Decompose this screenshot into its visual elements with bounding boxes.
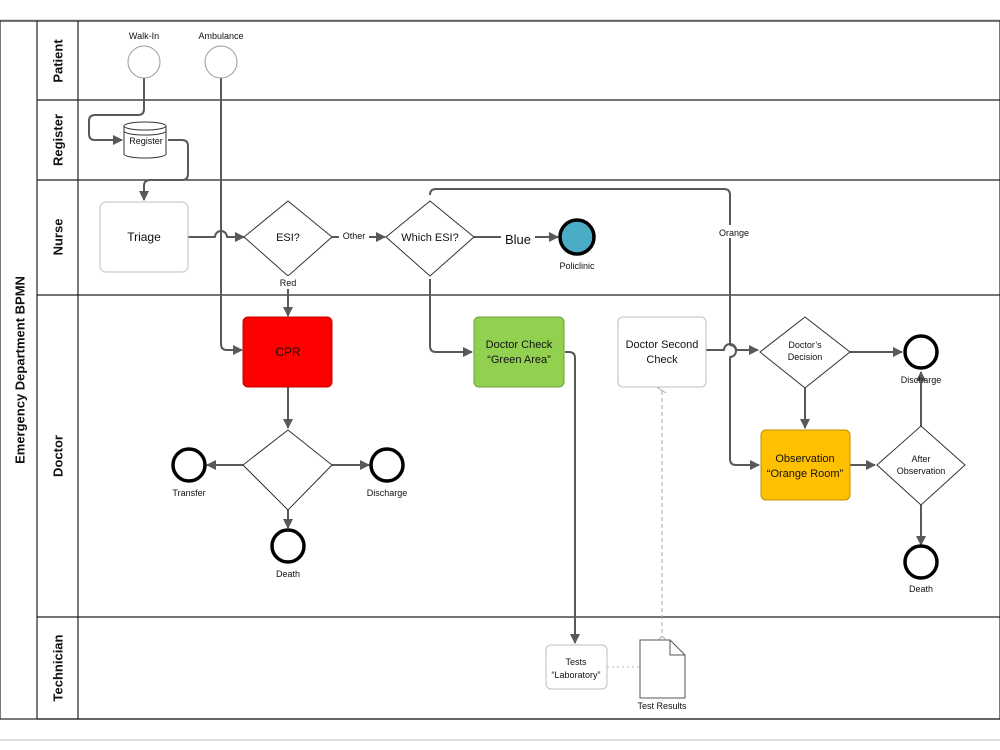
- flow-label-other: Other: [343, 231, 366, 241]
- end-event-discharge-left[interactable]: [369, 447, 405, 483]
- gateway-cpr-outcome[interactable]: [242, 429, 333, 511]
- start-event-walkin[interactable]: [127, 45, 161, 79]
- task-cpr[interactable]: [242, 316, 333, 388]
- task-doctor-second-check[interactable]: [617, 316, 707, 388]
- lane-label-doctor: Doctor: [51, 435, 66, 477]
- task-doctor-check-line2: “Green Area”: [487, 354, 551, 366]
- task-tests-line1: Tests: [565, 657, 587, 667]
- task-second-check-line1: Doctor Second: [626, 339, 699, 351]
- flow-doctorcheck-tests: [565, 351, 580, 644]
- task-tests-line2: “Laboratory”: [551, 670, 600, 680]
- flow-which-doctorcheck: [429, 279, 473, 357]
- pool: Emergency Department BPMN: [0, 20, 1000, 720]
- lane-label-nurse: Nurse: [51, 219, 66, 256]
- end-death-right-label: Death: [909, 584, 933, 594]
- data-object-test-results[interactable]: [639, 639, 686, 699]
- flow-label-blue: Blue: [505, 232, 531, 247]
- gateway-after-line1: After: [911, 454, 930, 464]
- register-datastore[interactable]: Register: [123, 121, 167, 159]
- start-walkin-label: Walk-In: [129, 31, 159, 41]
- gateway-which-esi[interactable]: [385, 200, 475, 277]
- start-ambulance-label: Ambulance: [198, 31, 243, 41]
- flow-triage-esi: [188, 230, 245, 242]
- end-discharge-right-label: Discharge: [901, 375, 942, 385]
- task-tests-laboratory[interactable]: [545, 644, 608, 690]
- gateway-decision-line2: Decision: [788, 352, 823, 362]
- task-observation-line2: “Orange Room”: [767, 468, 844, 480]
- end-event-policlinic[interactable]: [558, 218, 596, 256]
- gateway-which-esi-label: Which ESI?: [401, 232, 458, 244]
- flow-register-triage: [139, 139, 189, 201]
- register-datastore-label: Register: [129, 136, 163, 146]
- start-event-ambulance[interactable]: [204, 45, 238, 79]
- end-event-transfer[interactable]: [171, 447, 207, 483]
- task-second-check-line2: Check: [646, 354, 678, 366]
- end-death-left-label: Death: [276, 569, 300, 579]
- gateway-after-observation[interactable]: [876, 425, 966, 506]
- gateway-doctors-decision[interactable]: [759, 316, 851, 389]
- end-event-death-right[interactable]: [903, 544, 939, 580]
- lane-label-patient: Patient: [51, 39, 66, 83]
- task-doctor-check[interactable]: [473, 316, 565, 388]
- task-triage-label: Triage: [127, 230, 161, 244]
- task-observation[interactable]: [760, 429, 851, 501]
- flow-secondcheck-decision: [706, 343, 759, 355]
- data-object-test-results-label: Test Results: [637, 701, 687, 711]
- end-policlinic-label: Policlinic: [559, 261, 595, 271]
- task-doctor-check-line1: Doctor Check: [486, 339, 553, 351]
- task-observation-line1: Observation: [775, 453, 834, 465]
- end-discharge-left-label: Discharge: [367, 488, 408, 498]
- gateway-after-line2: Observation: [897, 466, 946, 476]
- task-cpr-label: CPR: [275, 345, 301, 359]
- end-event-death-left[interactable]: [270, 528, 306, 564]
- gateway-decision-line1: Doctor’s: [788, 340, 822, 350]
- end-event-discharge-right[interactable]: [903, 334, 939, 370]
- gateway-esi-label: ESI?: [276, 232, 300, 244]
- flow-label-orange: Orange: [719, 228, 749, 238]
- lane-label-technician: Technician: [51, 634, 66, 701]
- flow-walkin-register: [88, 77, 145, 145]
- end-transfer-label: Transfer: [172, 488, 205, 498]
- pool-title: Emergency Department BPMN: [13, 276, 28, 464]
- task-triage[interactable]: [99, 201, 189, 273]
- lane-label-register: Register: [51, 114, 66, 166]
- flow-ambulance-cpr: [220, 77, 243, 355]
- flow-label-red: Red: [280, 278, 297, 288]
